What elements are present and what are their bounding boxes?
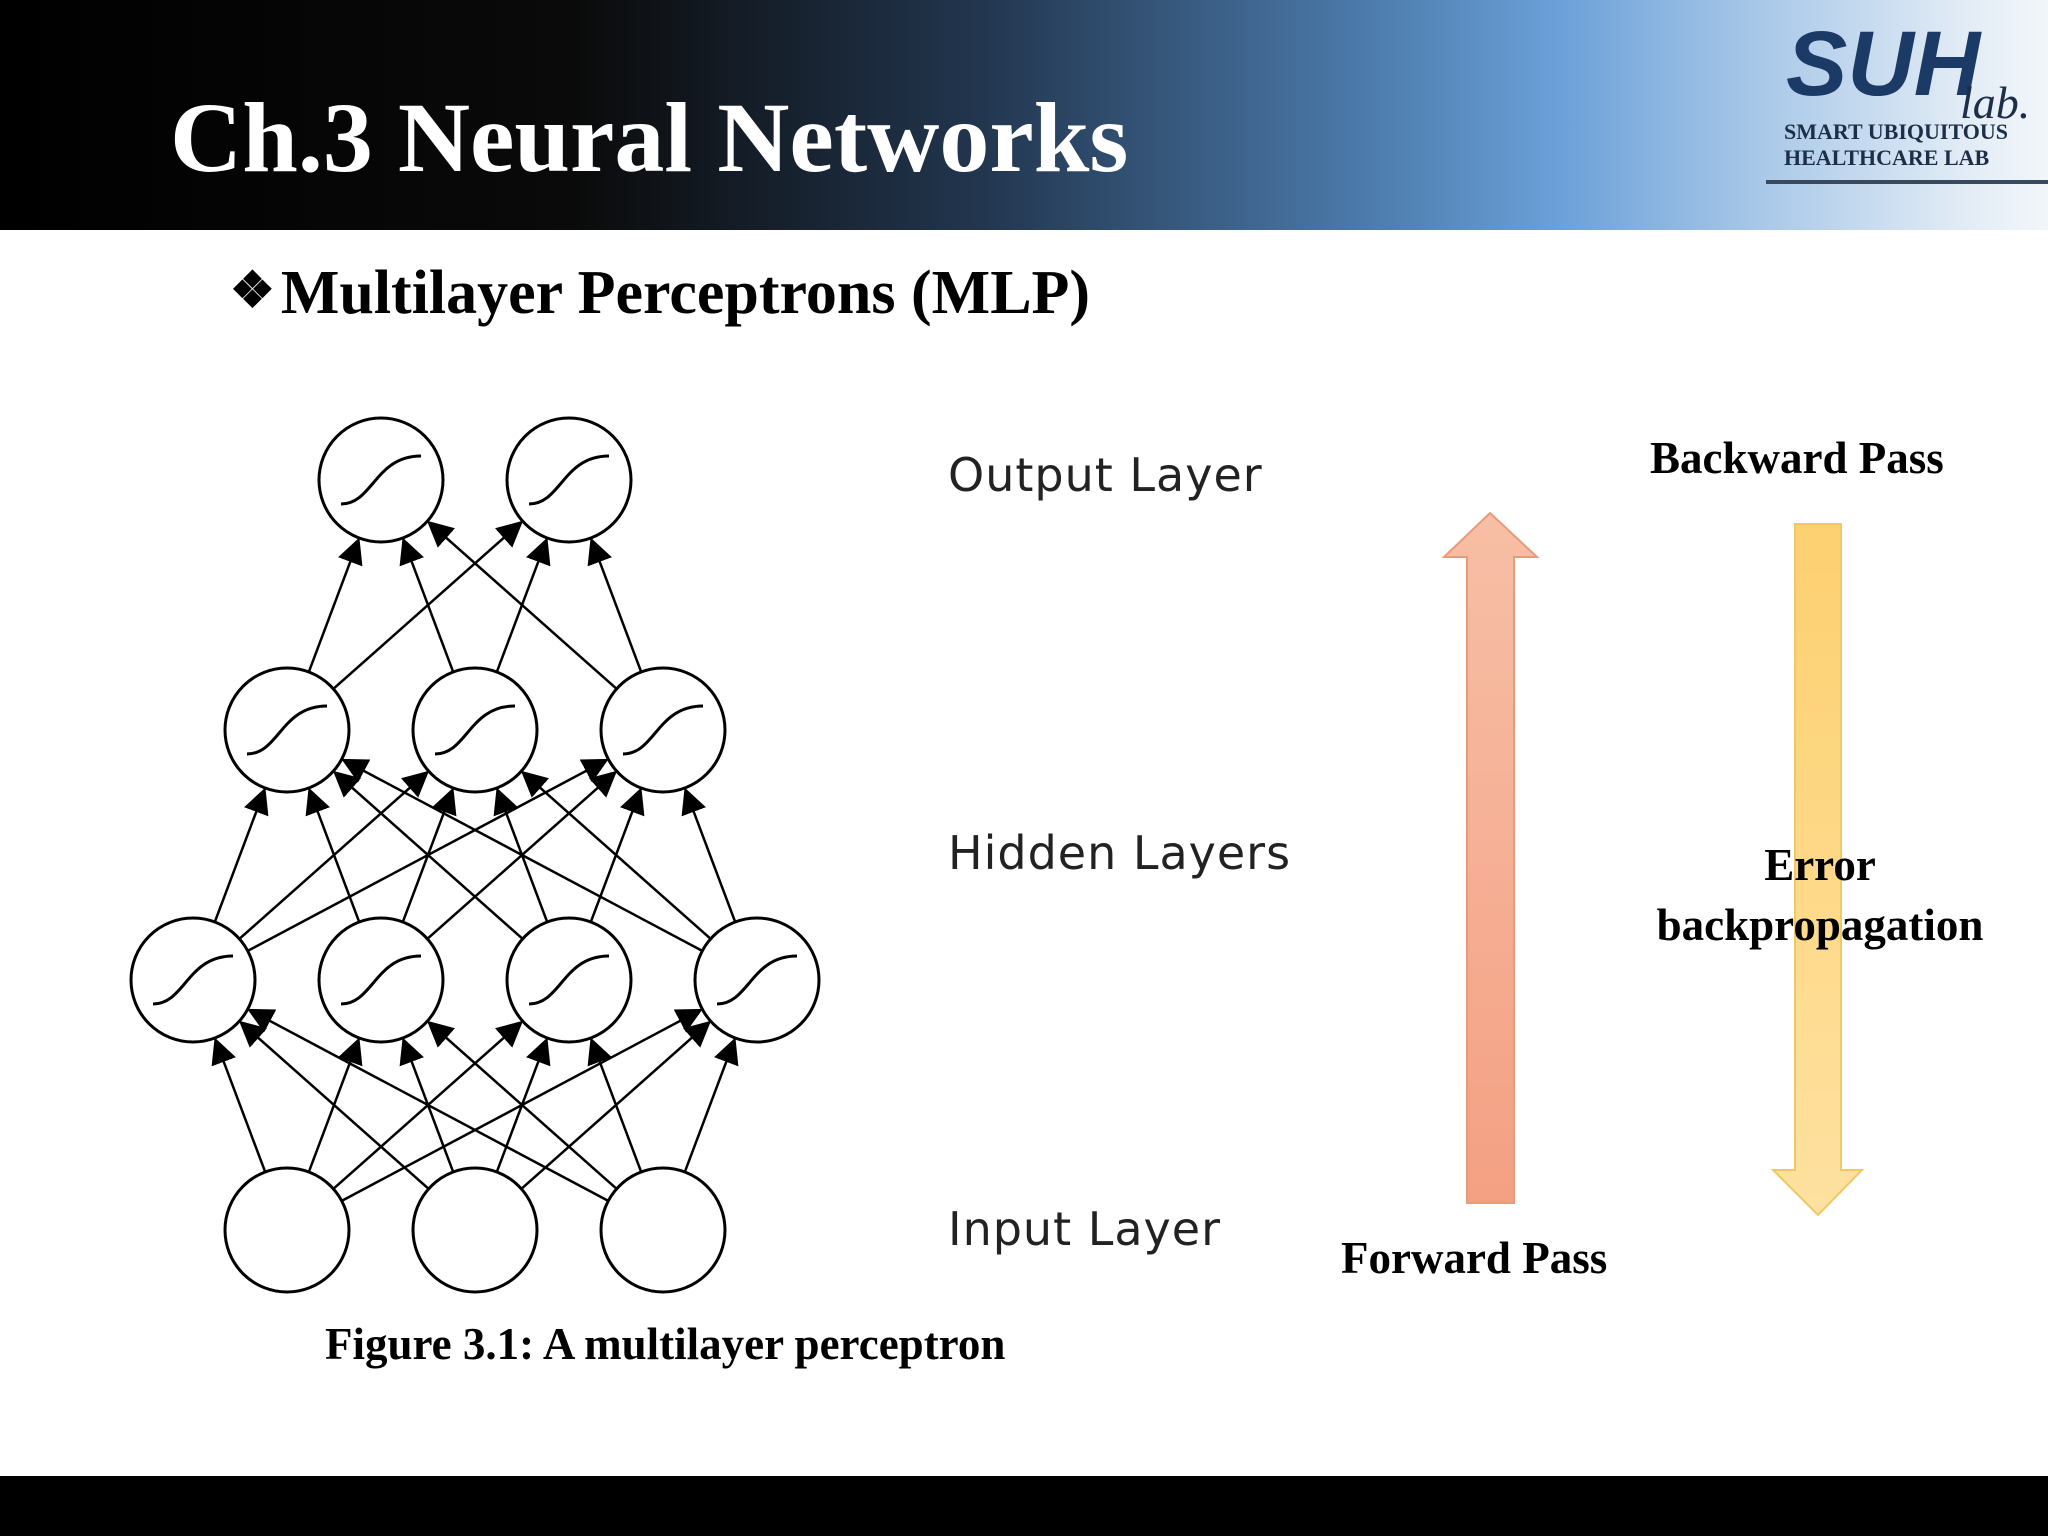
connection-edge	[681, 787, 737, 923]
hidden-layers-label: Hidden Layers	[948, 826, 1292, 880]
logo-mark: SUH	[1786, 13, 1983, 115]
neuron-node	[411, 666, 539, 794]
bullet-icon: ❖	[230, 262, 275, 318]
backward-pass-arrow	[1770, 523, 1865, 1217]
slide-subtitle: ❖Multilayer Perceptrons (MLP)	[230, 262, 1090, 324]
subtitle-text: Multilayer Perceptrons (MLP)	[280, 259, 1091, 327]
input-node	[223, 1166, 351, 1294]
connection-edge	[247, 1008, 609, 1202]
mlp-diagram	[129, 416, 821, 1294]
neuron-node	[599, 666, 727, 794]
input-node	[411, 1166, 539, 1294]
connection-edge	[426, 1020, 618, 1190]
sigmoid-icon	[622, 704, 704, 756]
error-line1: Error	[1764, 840, 1876, 890]
error-line2: backpropagation	[1656, 900, 1984, 950]
neuron-node	[129, 916, 257, 1044]
output-layer-label: Output Layer	[948, 448, 1263, 502]
sigmoid-icon	[434, 704, 516, 756]
sigmoid-icon	[528, 454, 610, 506]
sigmoid-icon	[152, 954, 234, 1006]
sigmoid-icon	[340, 454, 422, 506]
slide-footer	[0, 1476, 2048, 1536]
neuron-node	[317, 916, 445, 1044]
connection-edge	[213, 787, 269, 923]
input-layer-label: Input Layer	[948, 1202, 1221, 1256]
neuron-node	[223, 666, 351, 794]
connection-edge	[332, 770, 524, 940]
connection-edge	[399, 537, 455, 673]
sigmoid-icon	[246, 704, 328, 756]
connection-edge	[341, 758, 703, 952]
connection-edge	[211, 1037, 267, 1173]
logo-line2: HEALTHCARE LAB	[1784, 145, 1990, 170]
slide-header	[0, 0, 2048, 230]
connection-edge	[520, 770, 712, 940]
suh-lab-logo: SUH lab.	[1766, 13, 2048, 184]
connection-edge	[683, 1037, 739, 1173]
forward-pass-label: Forward Pass	[1341, 1233, 1608, 1283]
input-node	[599, 1166, 727, 1294]
neuron-node	[505, 916, 633, 1044]
connection-edge	[307, 537, 363, 673]
neuron-node	[693, 916, 821, 1044]
sigmoid-icon	[716, 954, 798, 1006]
neuron-node	[505, 416, 633, 544]
error-backpropagation-label: Error backpropagation	[1595, 835, 2045, 955]
connection-edge	[426, 520, 618, 690]
connection-edge	[238, 1020, 430, 1190]
logo-caption: SMART UBIQUITOUS HEALTHCARE LAB	[1784, 119, 2008, 171]
neuron-node	[317, 416, 445, 544]
sigmoid-icon	[340, 954, 422, 1006]
connection-edge	[305, 787, 361, 923]
forward-pass-arrow	[1441, 511, 1540, 1204]
sigmoid-icon	[528, 954, 610, 1006]
backward-pass-label: Backward Pass	[1650, 433, 1944, 483]
connection-edge	[587, 1037, 643, 1173]
logo-line1: SMART UBIQUITOUS	[1784, 119, 2008, 144]
logo-mark-suffix: lab.	[1960, 77, 2030, 128]
slide-title: Ch.3 Neural Networks	[170, 82, 1129, 193]
figure-caption: Figure 3.1: A multilayer perceptron	[325, 1319, 1006, 1369]
connection-edge	[587, 537, 643, 673]
